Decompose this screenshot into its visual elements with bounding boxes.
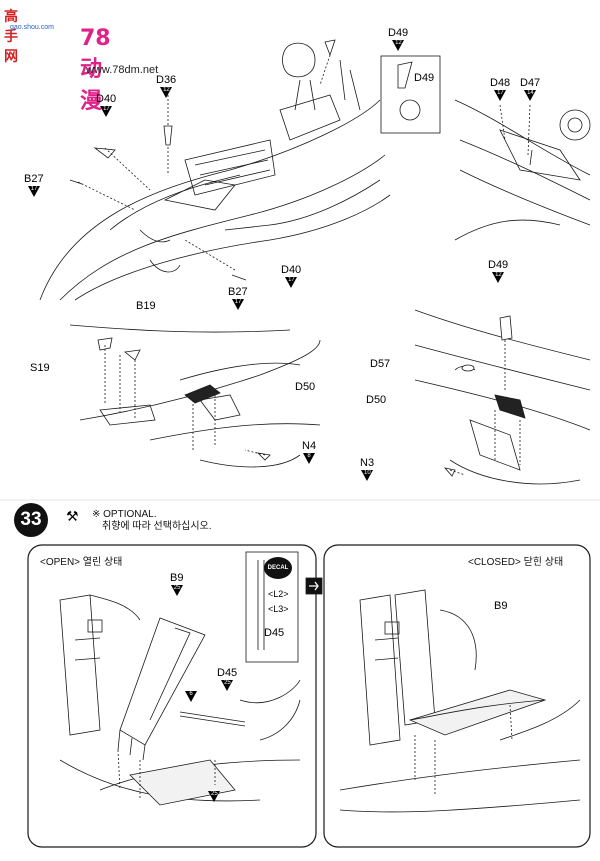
callout-bottom-sprue: 25 <box>208 790 220 802</box>
watermark-url: www.78dm.net <box>86 64 159 76</box>
inset-part-code: D49 <box>414 72 435 84</box>
top-left-fuselage-drawing <box>39 42 391 301</box>
sprue-number: 25 <box>224 680 231 686</box>
part-code: D36 <box>156 74 177 86</box>
label-s19: S19 <box>30 362 50 374</box>
part-code: D47 <box>520 77 541 89</box>
sprue-number: 17 <box>497 90 504 96</box>
open-panel-title: <OPEN> 열린 상태 <box>40 557 123 568</box>
part-code: B27 <box>24 173 44 185</box>
part-label-d45-open: D45 25 <box>217 667 237 691</box>
mid-left-fuselage-drawing <box>69 324 321 468</box>
closed-state-drawing <box>339 589 581 813</box>
part-code: D48 <box>490 77 511 89</box>
part-label-n3: N3 10 <box>360 457 374 481</box>
label-d57: D57 <box>370 358 391 370</box>
part-code: D49 <box>388 27 409 39</box>
part-code: B9 <box>170 572 184 584</box>
part-label-d40-bottom: D40 17 <box>281 264 301 288</box>
sprue-number: 17 <box>103 106 110 112</box>
part-code: D40 <box>96 93 117 105</box>
part-label-d47: D47 14 <box>520 77 540 101</box>
part-label-b27-bottom: B27 17 <box>228 286 248 310</box>
sprue-number: 17 <box>288 277 295 283</box>
watermark-site-name: 高手网 <box>4 9 19 65</box>
part-label-d48: D48 17 <box>490 77 510 101</box>
sprue-number: 25 <box>211 791 218 797</box>
optional-korean-text: 취향에 따라 선택하십시오. <box>102 521 212 532</box>
optional-tool-icon: ⚒ <box>66 508 79 524</box>
optional-text: ※ OPTIONAL. <box>92 509 157 520</box>
part-label-d36: D36 12 <box>156 74 176 98</box>
part-code: N4 <box>302 440 317 452</box>
part-code: D40 <box>281 264 302 276</box>
sprue-number: 14 <box>527 90 534 96</box>
part-code: D45 <box>217 667 238 679</box>
sprue-number: 25 <box>173 585 181 591</box>
part-code: N3 <box>360 457 375 469</box>
sprue-number: 12 <box>395 40 402 46</box>
decal-part-code: D45 <box>264 627 285 639</box>
sprue-number: 8 <box>307 453 311 459</box>
part-label-d49-top: D49 12 <box>388 27 408 51</box>
sprue-number: 10 <box>364 470 371 476</box>
part-label-b27-left: B27 17 <box>24 173 44 197</box>
watermark-brand: 78动漫 <box>80 26 111 114</box>
optional-note: ※ OPTIONAL. 취향에 따라 선택하십시오. <box>92 509 212 533</box>
step-number-badge: 33 <box>14 503 48 537</box>
decal-label-l3: <L3> <box>268 604 289 614</box>
closed-panel-title: <CLOSED> 닫힌 상태 <box>468 557 564 568</box>
sprue-number: 12 <box>495 272 502 278</box>
decal-chip: DECAL <box>264 557 292 579</box>
sprue-number: 12 <box>163 87 170 93</box>
callout-number: 6 <box>189 691 193 697</box>
part-label-d49-mid: D49 12 <box>488 259 508 283</box>
sprue-number: 17 <box>30 186 38 192</box>
part-label-n4: N4 8 <box>302 440 316 464</box>
top-right-gear-drawing <box>454 99 591 241</box>
label-b9-closed: B9 <box>494 600 508 612</box>
part-code: D49 <box>488 259 509 271</box>
mid-right-fuselage-drawing <box>414 309 591 485</box>
label-d50-right: D50 <box>366 394 387 406</box>
callout-6: 6 <box>185 690 197 702</box>
part-label-b9-open: B9 25 <box>170 572 183 596</box>
watermark-site-url-small: gao.shou.com <box>10 24 54 31</box>
sprue-number: 17 <box>234 299 242 305</box>
decal-label-l2: <L2> <box>268 589 289 599</box>
label-b19: B19 <box>136 300 156 312</box>
label-d50-left: D50 <box>295 381 316 393</box>
part-code: B27 <box>228 286 248 298</box>
part-label-d40-top: D40 17 <box>96 93 116 117</box>
